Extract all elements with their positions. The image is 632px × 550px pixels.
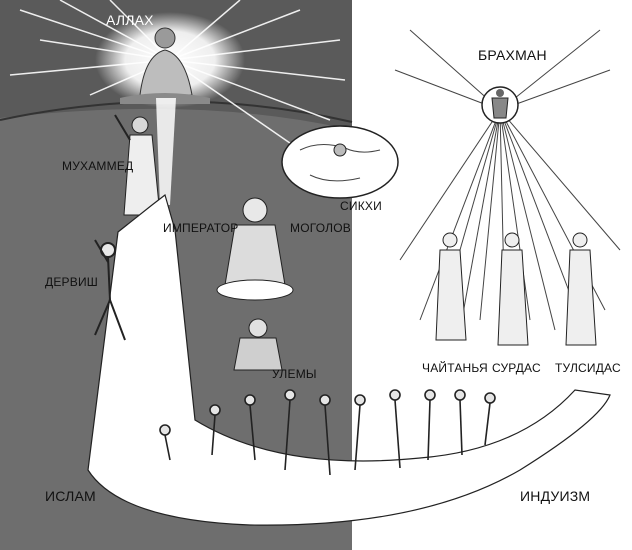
label-brahman: БРАХМАН [478, 47, 547, 63]
ulema-figure [233, 318, 283, 371]
label-moguls: МОГОЛОВ [290, 221, 351, 235]
crowd [159, 389, 496, 476]
label-allah: АЛЛАХ [106, 12, 154, 28]
chaitanya-figure [435, 232, 467, 341]
label-muhammad: МУХАММЕД [62, 159, 133, 173]
path-band [87, 193, 611, 526]
label-sikhs: СИКХИ [340, 199, 382, 213]
label-surdas: СУРДАС [492, 361, 541, 375]
dervish-figure [94, 239, 126, 341]
sikhs-globe [281, 125, 399, 199]
label-tulsidas: ТУЛСИДАС [555, 361, 621, 375]
label-islam: ИСЛАМ [45, 488, 96, 504]
emperor-figure [216, 197, 294, 301]
label-dervish: ДЕРВИШ [45, 275, 98, 289]
label-hinduism: ИНДУИЗМ [520, 488, 590, 504]
label-ulema: УЛЕМЫ [272, 367, 317, 381]
label-emperor: ИМПЕРАТОР [163, 221, 238, 235]
label-chaitanya: ЧАЙТАНЬЯ [422, 360, 488, 375]
brahman-figure [481, 86, 519, 124]
divine-beam [156, 98, 176, 205]
tulsidas-figure [565, 232, 597, 346]
surdas-figure [497, 232, 529, 346]
